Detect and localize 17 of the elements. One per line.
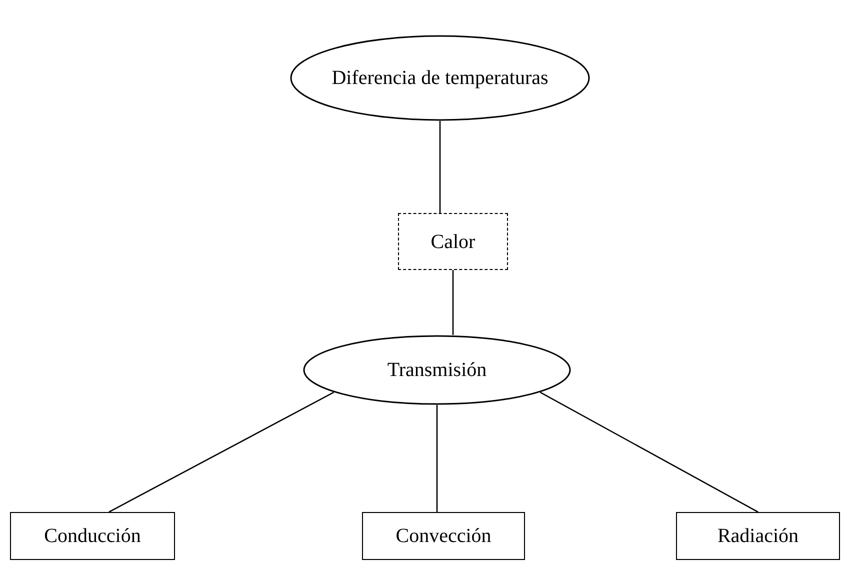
- node-label: Radiación: [716, 524, 800, 549]
- connector-line: [439, 121, 441, 213]
- connector-line: [108, 392, 334, 513]
- node-label: Calor: [430, 230, 476, 254]
- connector-line: [452, 270, 454, 335]
- process-box: [362, 512, 525, 560]
- connector-line: [436, 405, 438, 512]
- node-label: Diferencia de temperaturas: [330, 66, 550, 91]
- process-box: [10, 512, 175, 560]
- connector-line: [540, 392, 758, 513]
- ellipse-node: [303, 335, 571, 405]
- dashed-box: [398, 213, 508, 270]
- ellipse-node: [290, 35, 590, 121]
- process-box: [676, 512, 840, 560]
- node-label: Conducción: [43, 524, 142, 549]
- node-label: Transmisión: [386, 358, 488, 383]
- node-label: Convección: [394, 524, 492, 549]
